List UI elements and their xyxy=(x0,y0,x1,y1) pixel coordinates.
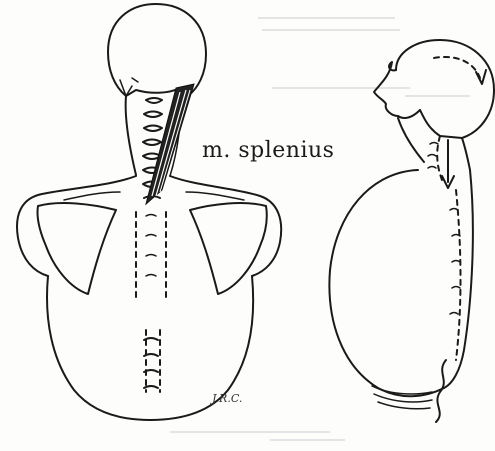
neck-outline xyxy=(126,96,136,175)
shoulders-outline xyxy=(17,176,136,276)
lower-spine xyxy=(136,212,166,392)
side-skull xyxy=(396,40,494,138)
muscle-label: m. splenius xyxy=(202,138,334,163)
skull xyxy=(108,4,206,96)
face-profile xyxy=(374,62,420,118)
right-scapula xyxy=(190,203,267,294)
left-scapula xyxy=(37,203,116,294)
side-torso xyxy=(329,170,444,396)
back-view-figure xyxy=(17,4,281,420)
artist-signature: J.R.C. xyxy=(212,392,242,405)
torso-outline xyxy=(47,276,150,420)
bleed-through xyxy=(170,18,470,440)
side-view-figure xyxy=(329,40,494,422)
